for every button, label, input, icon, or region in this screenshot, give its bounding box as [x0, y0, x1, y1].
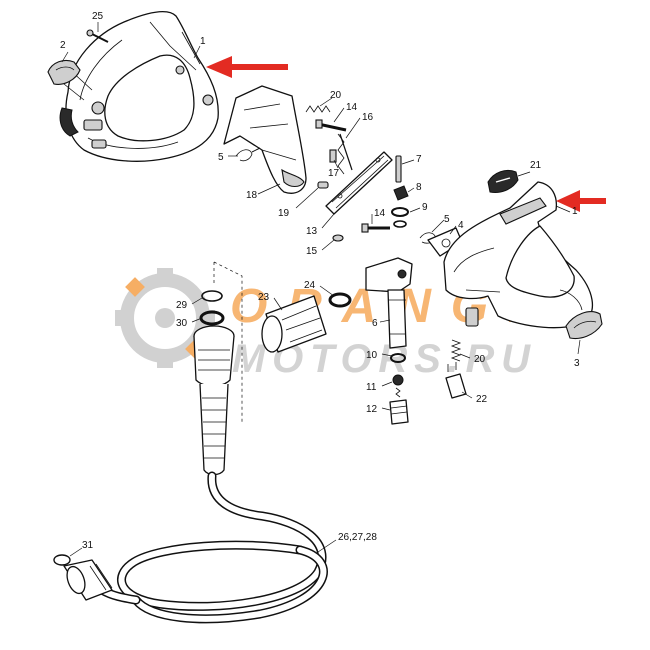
housing-half-left [59, 11, 219, 162]
hose-coupling [193, 325, 235, 476]
label-5-left: 5 [218, 152, 224, 163]
label-24: 24 [304, 280, 316, 291]
lock-button-3 [565, 311, 603, 340]
label-14-upper: 14 [346, 102, 358, 113]
pin-17 [329, 149, 337, 163]
o-ring-29 [201, 290, 223, 302]
spring-16 [337, 133, 353, 175]
plug-8 [393, 185, 409, 201]
red-arrow-lower-icon [556, 190, 606, 212]
pin-7 [395, 155, 402, 183]
nozzle-12 [389, 399, 409, 425]
o-ring-31 [53, 554, 71, 566]
label-11: 11 [366, 382, 377, 393]
pin-14-lower [361, 223, 390, 233]
lock-button-2 [47, 59, 81, 85]
spring-20-upper [305, 105, 331, 113]
dashed-assembly-box [213, 261, 243, 422]
clip-5-left [235, 147, 261, 162]
screw-25 [86, 29, 109, 43]
label-20-upper: 20 [330, 90, 342, 101]
label-1-lower: 1 [572, 206, 578, 217]
o-ring-9 [391, 207, 409, 228]
trigger-lever [223, 85, 307, 194]
label-14-lower: 14 [374, 208, 386, 219]
o-ring-10 [390, 353, 406, 363]
o-ring-24 [328, 292, 352, 308]
label-2: 2 [60, 40, 66, 51]
washer-15 [332, 234, 344, 242]
label-22: 22 [476, 394, 488, 405]
o-ring-30 [199, 310, 225, 326]
label-26-27-28: 26,27,28 [338, 532, 377, 543]
label-21: 21 [530, 160, 542, 171]
label-4: 4 [458, 220, 464, 231]
label-7: 7 [416, 154, 422, 165]
hose-26-27-28 [97, 471, 328, 624]
label-30: 30 [176, 318, 188, 329]
red-arrow-upper-icon [206, 56, 288, 78]
label-12: 12 [366, 404, 378, 415]
label-23: 23 [258, 292, 270, 303]
ball-11 [392, 374, 404, 398]
label-20-lower: 20 [474, 354, 486, 365]
pin-19 [317, 181, 329, 189]
label-29: 29 [176, 300, 188, 311]
spring-20-lower [450, 339, 462, 362]
valve-cartridge-6 [365, 257, 413, 349]
leader-lines [61, 22, 581, 557]
hose-end-fitting [63, 559, 113, 601]
connector-23 [261, 295, 327, 353]
label-8: 8 [416, 182, 422, 193]
label-31: 31 [82, 540, 94, 551]
pin-14-upper [315, 119, 347, 132]
label-5-right: 5 [444, 214, 450, 225]
label-17: 17 [328, 168, 340, 179]
label-15: 15 [306, 246, 318, 257]
lock-button-21 [487, 169, 519, 193]
label-1-upper: 1 [200, 36, 206, 47]
label-13: 13 [306, 226, 318, 237]
label-25: 25 [92, 11, 104, 22]
label-9: 9 [422, 202, 428, 213]
housing-half-right [443, 181, 594, 329]
guide-rail-13 [325, 151, 393, 215]
label-18: 18 [246, 190, 258, 201]
part-labels: 25 2 1 5 18 19 20 14 16 17 13 15 14 7 8 … [60, 11, 580, 551]
label-3: 3 [574, 358, 580, 369]
label-6: 6 [372, 318, 378, 329]
label-16: 16 [362, 112, 374, 123]
label-10: 10 [366, 350, 378, 361]
label-19: 19 [278, 208, 290, 219]
